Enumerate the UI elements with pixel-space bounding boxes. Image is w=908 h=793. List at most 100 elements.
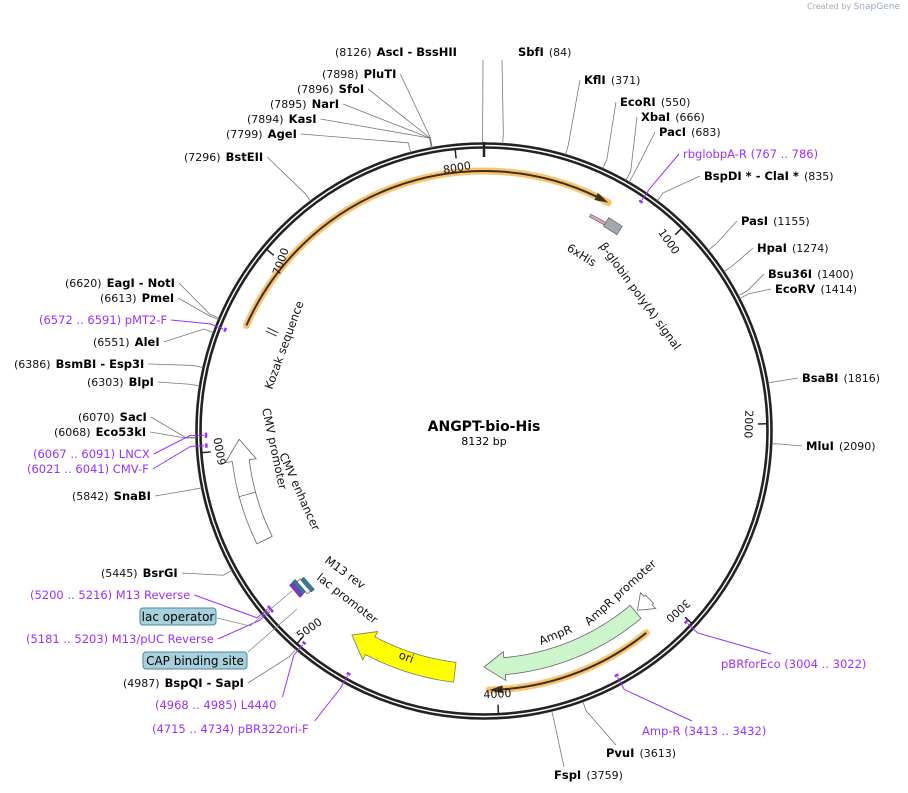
restriction-site[interactable]: (7898) PluTI: [322, 63, 433, 148]
site-name: PvuI: [606, 746, 634, 760]
feature-label-ori[interactable]: ori: [397, 648, 416, 666]
cmv-divider: [238, 491, 257, 498]
primer-leader-line: [153, 434, 205, 455]
restriction-site[interactable]: PasI (1155): [707, 210, 810, 251]
primer-range: (6572 .. 6591): [39, 313, 121, 327]
site-leader-line: [178, 282, 220, 319]
kozak-mark[interactable]: [265, 330, 277, 337]
lac-operator-box[interactable]: lac operator: [139, 590, 293, 627]
site-position: (4987): [123, 677, 160, 690]
restriction-site[interactable]: Bsu36I (1400): [738, 263, 854, 297]
primer-leader-line: [217, 611, 271, 640]
primer[interactable]: (4968 .. 4985) L4440: [155, 640, 307, 712]
site-position: (1274): [792, 242, 829, 255]
site-name: KasI: [289, 112, 317, 126]
primer-mark[interactable]: [269, 607, 274, 613]
site-name: SbfI: [518, 45, 544, 59]
site-position: (1816): [844, 372, 881, 385]
restriction-site[interactable]: XbaI (666): [625, 106, 705, 181]
svg-text:(6620) EagI - NotI: (6620) EagI - NotI: [65, 272, 175, 291]
primer-mark[interactable]: [638, 199, 644, 204]
restriction-site[interactable]: (6613) PmeI: [100, 287, 219, 320]
site-leader-line: [181, 570, 233, 576]
primer[interactable]: (6021 .. 6041) CMV-F: [27, 443, 208, 476]
restriction-site[interactable]: (6068) Eco53kI: [54, 421, 197, 440]
restriction-site[interactable]: (7799) AgeI: [226, 123, 412, 153]
restriction-site[interactable]: (7894) KasI: [247, 108, 432, 148]
primer[interactable]: (6067 .. 6091) LNCX: [33, 432, 208, 461]
feature-label-6xhis[interactable]: 6xHis: [564, 241, 599, 270]
primer[interactable]: Amp-R (3413 .. 3432): [614, 673, 767, 738]
feature-label-polya[interactable]: β-globin poly(A) signal: [597, 240, 684, 353]
ori-feature-arrow[interactable]: [351, 631, 457, 683]
svg-text:(7895) NarI: (7895) NarI: [270, 93, 339, 112]
primer-name: pMT2-F: [125, 313, 167, 327]
restriction-site[interactable]: EcoRV (1414): [739, 278, 857, 299]
site-name: BspQI - SapI: [165, 676, 244, 690]
primer[interactable]: (5200 .. 5216) M13 Reverse: [30, 588, 272, 619]
restriction-site[interactable]: (5842) SnaBI: [72, 485, 202, 504]
restriction-site[interactable]: SbfI (84): [501, 41, 572, 144]
restriction-site[interactable]: FspI (3759): [551, 710, 623, 783]
primer[interactable]: (5181 .. 5203) M13/pUC Reverse: [26, 607, 274, 646]
restriction-site[interactable]: (6620) EagI - NotI: [65, 272, 220, 319]
cds-arrow-angpt[interactable]: [242, 167, 612, 329]
site-name: XbaI: [641, 110, 670, 124]
primer[interactable]: (6572 .. 6591) pMT2-F: [39, 313, 228, 333]
restriction-site[interactable]: PvuI (3613): [582, 701, 676, 761]
primer-mark[interactable]: [223, 327, 228, 333]
restriction-site[interactable]: PacI (683): [628, 121, 721, 183]
tick-mark: [266, 248, 275, 256]
cds-arrow-ampr[interactable]: [485, 629, 650, 694]
restriction-site[interactable]: (7296) BstEII: [184, 146, 311, 202]
restriction-site[interactable]: (4987) BspQI - SapI: [123, 648, 297, 691]
site-leader-line: [738, 273, 765, 297]
primer-range: (5181 .. 5203): [26, 632, 108, 646]
feature-label-cmv-promoter[interactable]: CMV promoter: [259, 407, 290, 491]
restriction-site[interactable]: (6551) AleI: [93, 328, 214, 350]
polya-feature[interactable]: [603, 217, 623, 236]
restriction-site[interactable]: EcoRI (550): [602, 91, 691, 169]
restriction-site[interactable]: (8126) AscI - BssHII: [335, 41, 484, 144]
restriction-site[interactable]: BspDI * - ClaI * (835): [656, 165, 834, 202]
primer[interactable]: pBRforEco (3004 .. 3022): [683, 619, 867, 671]
cmv-feature-arrow[interactable]: [224, 438, 273, 545]
ampr-feature-arrow[interactable]: [483, 604, 642, 682]
feature-label-cmv-enhancer[interactable]: CMV enhancer: [276, 451, 323, 533]
primer-mark[interactable]: [301, 640, 307, 646]
restriction-site[interactable]: (7896) SfoI: [297, 78, 433, 148]
restriction-site[interactable]: KflI (371): [565, 69, 640, 155]
restriction-site[interactable]: BsaBI (1816): [767, 367, 881, 386]
svg-text:EcoRV (1414): EcoRV (1414): [775, 278, 857, 297]
primer-range: (6067 .. 6091): [33, 447, 115, 461]
site-position: (1155): [773, 215, 810, 228]
his-tag-feature[interactable]: [589, 213, 608, 226]
primer[interactable]: rbglobpA-R (767 .. 786): [638, 147, 818, 204]
primer-mark[interactable]: [346, 671, 351, 676]
feature-label-kozak[interactable]: Kozak sequence: [262, 299, 307, 391]
cap-binding-site-box[interactable]: CAP binding site: [142, 608, 298, 670]
restriction-site[interactable]: MluI (2090): [771, 435, 876, 454]
tick-label: 2000: [741, 410, 755, 438]
svg-text:FspI (3759): FspI (3759): [554, 764, 623, 783]
site-leader-line: [148, 363, 204, 369]
restriction-site[interactable]: (6386) BsmBI - Esp3I: [14, 353, 204, 372]
site-leader-line: [628, 131, 656, 183]
cap-site-feature[interactable]: [300, 576, 315, 593]
svg-text:(7894) KasI: (7894) KasI: [247, 108, 316, 127]
svg-text:(6572 .. 6591) pMT2-F: (6572 .. 6591) pMT2-F: [39, 313, 167, 327]
tick-label: 8000: [442, 159, 472, 177]
restriction-site[interactable]: (6070) SacI: [78, 406, 197, 439]
restriction-site[interactable]: (6303) BlpI: [87, 371, 200, 390]
restriction-site[interactable]: HpaI (1274): [723, 237, 829, 272]
primer[interactable]: (4715 .. 4734) pBR322ori-F: [152, 671, 351, 736]
primer-mark[interactable]: [683, 619, 689, 625]
svg-text:CAP binding site: CAP binding site: [146, 654, 244, 668]
ampr-promoter-arrow[interactable]: [636, 591, 657, 611]
site-position: (84): [549, 46, 572, 59]
primer-mark[interactable]: [614, 673, 619, 678]
primer-range: (5200 .. 5216): [30, 588, 112, 602]
kozak-mark[interactable]: [267, 327, 279, 334]
primer-range: (3413 .. 3432): [684, 724, 766, 738]
restriction-site[interactable]: (5445) BsrGI: [101, 562, 233, 581]
